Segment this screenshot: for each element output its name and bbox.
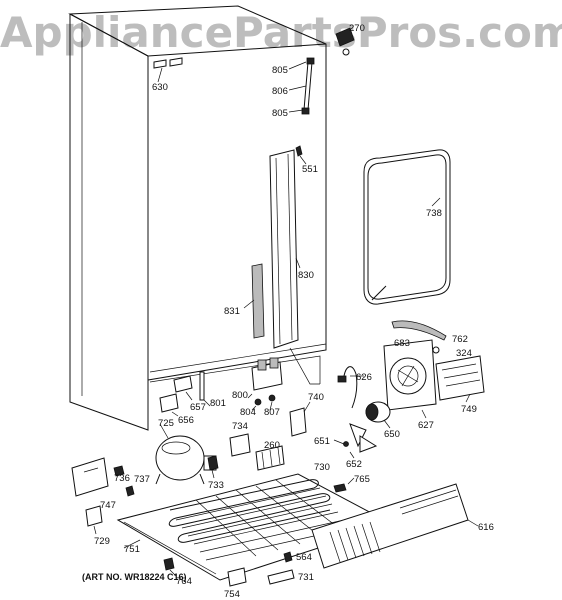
label-831: 831 bbox=[224, 306, 240, 317]
label-751: 751 bbox=[124, 544, 140, 555]
label-270: 270 bbox=[349, 23, 365, 34]
label-630: 630 bbox=[152, 82, 168, 93]
callout-labels: 630 270 805 806 805 551 738 830 831 762 … bbox=[82, 23, 494, 600]
label-616: 616 bbox=[478, 522, 494, 533]
part-650-motor bbox=[365, 401, 391, 429]
part-800-valve bbox=[247, 357, 283, 399]
part-656 bbox=[159, 393, 179, 417]
part-804-807 bbox=[251, 394, 276, 411]
label-806: 806 bbox=[272, 86, 288, 97]
label-564: 564 bbox=[296, 552, 312, 563]
part-270-valve bbox=[335, 27, 355, 56]
part-747-bracket bbox=[71, 457, 109, 497]
label-627: 627 bbox=[418, 420, 434, 431]
label-800: 800 bbox=[232, 390, 248, 401]
label-737: 737 bbox=[134, 474, 150, 485]
label-551: 551 bbox=[302, 164, 318, 175]
label-324: 324 bbox=[456, 348, 472, 359]
part-630 bbox=[153, 57, 183, 83]
part-733 bbox=[207, 455, 219, 479]
label-804: 804 bbox=[240, 407, 256, 418]
label-762: 762 bbox=[452, 334, 468, 345]
part-738-loop bbox=[363, 149, 451, 305]
label-733: 733 bbox=[208, 480, 224, 491]
part-765-clip bbox=[333, 477, 355, 493]
label-730: 730 bbox=[314, 462, 330, 473]
label-656: 656 bbox=[178, 415, 194, 426]
label-805a: 805 bbox=[272, 65, 288, 76]
label-740: 740 bbox=[308, 392, 324, 403]
label-731: 731 bbox=[298, 572, 314, 583]
watermark: AppliancePartsPros.com bbox=[0, 8, 562, 57]
part-731 bbox=[267, 569, 295, 585]
label-765: 765 bbox=[354, 474, 370, 485]
part-657 bbox=[173, 375, 193, 401]
label-754: 754 bbox=[224, 589, 240, 600]
part-626-harness bbox=[337, 366, 364, 409]
part-260-condenser bbox=[255, 445, 285, 471]
part-749-panel bbox=[435, 355, 485, 403]
part-806-tube bbox=[288, 57, 315, 115]
part-564-screw bbox=[283, 551, 293, 563]
label-805b: 805 bbox=[272, 108, 288, 119]
part-729 bbox=[85, 505, 103, 535]
cabinet bbox=[68, 5, 327, 431]
part-736-737 bbox=[113, 465, 135, 497]
part-627-shroud bbox=[383, 339, 437, 419]
label-807: 807 bbox=[264, 407, 280, 418]
label-764: 764 bbox=[176, 576, 192, 587]
label-650: 650 bbox=[384, 429, 400, 440]
part-651-fan bbox=[333, 423, 378, 459]
part-740 bbox=[289, 401, 311, 437]
label-736: 736 bbox=[114, 473, 130, 484]
label-734: 734 bbox=[232, 421, 248, 432]
label-738: 738 bbox=[426, 208, 442, 219]
label-626: 626 bbox=[356, 372, 372, 383]
label-725: 725 bbox=[158, 418, 174, 429]
part-831-strip bbox=[243, 263, 265, 339]
part-551-screw bbox=[295, 145, 307, 165]
part-762 bbox=[391, 320, 447, 341]
part-616-grille bbox=[311, 483, 479, 569]
part-830-channel bbox=[269, 149, 301, 349]
label-260: 260 bbox=[264, 440, 280, 451]
label-830: 830 bbox=[298, 270, 314, 281]
label-729: 729 bbox=[94, 536, 110, 547]
label-652: 652 bbox=[346, 459, 362, 470]
part-734 bbox=[229, 433, 251, 457]
art-number: (ART NO. WR18224 C16) bbox=[82, 572, 187, 582]
label-683: 683 bbox=[394, 338, 410, 349]
label-747: 747 bbox=[100, 500, 116, 511]
label-749: 749 bbox=[461, 404, 477, 415]
label-801: 801 bbox=[210, 398, 226, 409]
part-725-compressor bbox=[155, 423, 217, 485]
part-764 bbox=[163, 557, 177, 577]
label-657: 657 bbox=[190, 402, 206, 413]
part-801-rod bbox=[199, 371, 211, 407]
part-754 bbox=[227, 567, 247, 587]
label-651: 651 bbox=[314, 436, 330, 447]
